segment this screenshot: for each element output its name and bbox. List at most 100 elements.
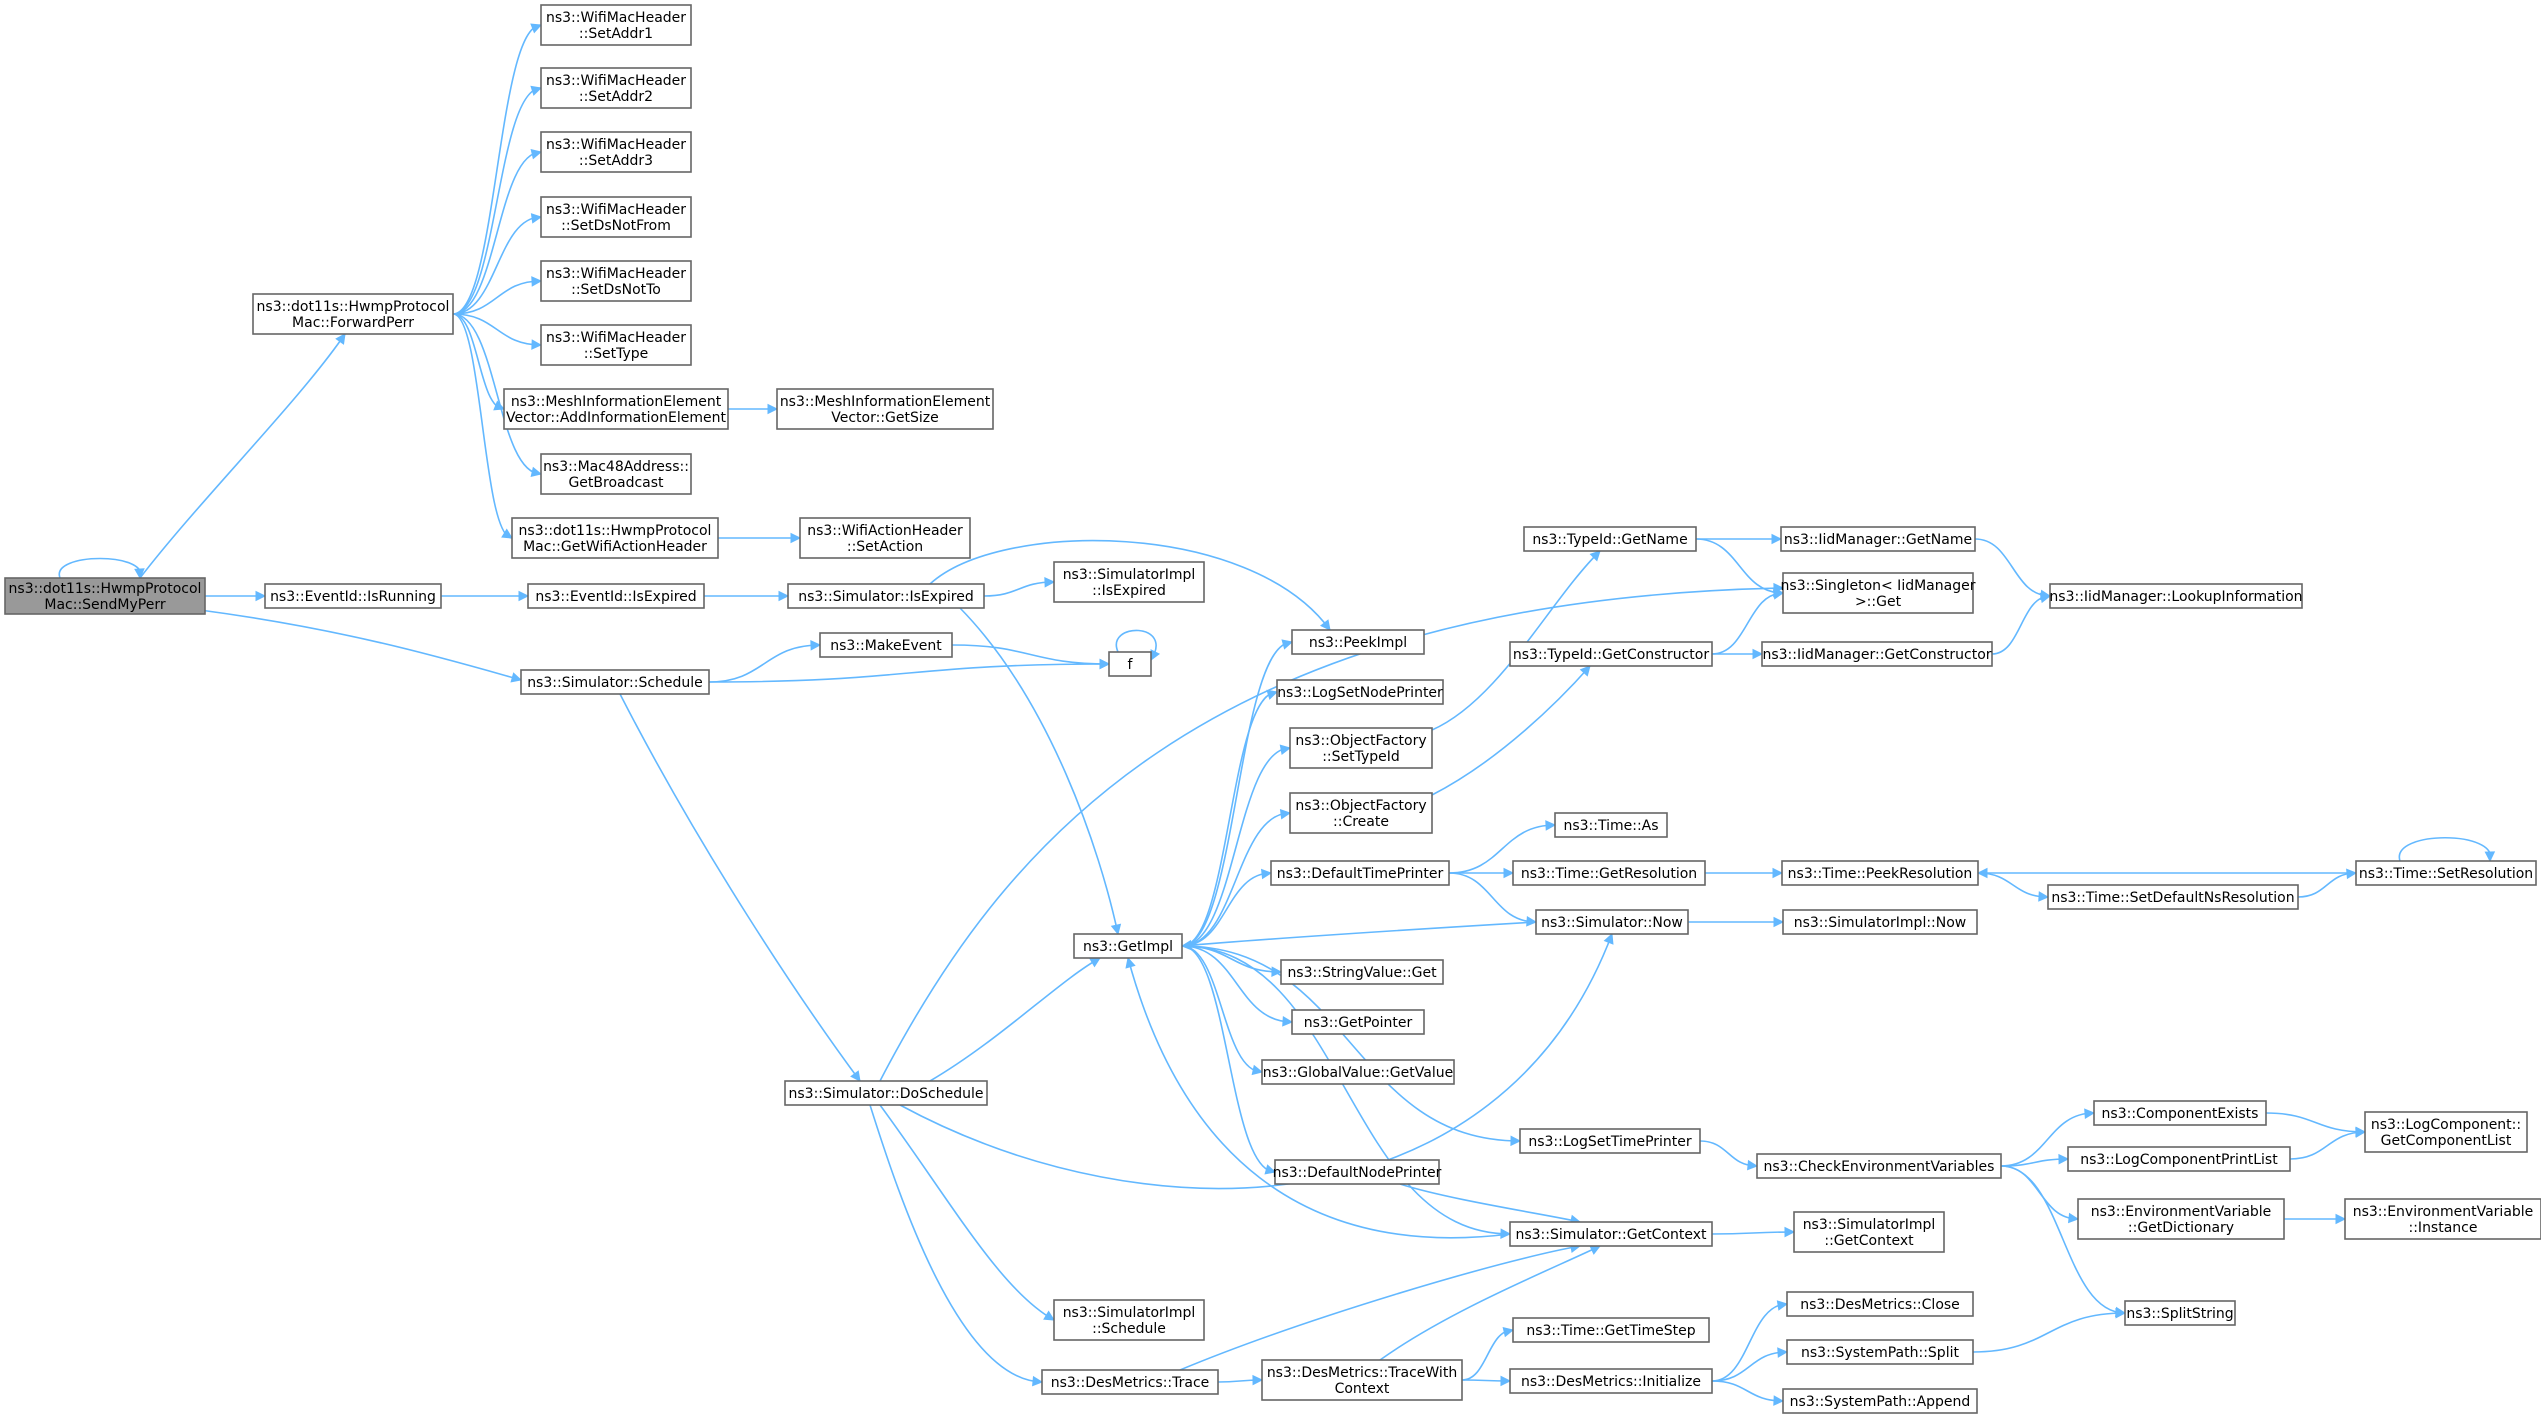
node-des-trace[interactable]: ns3::DesMetrics::Trace <box>1041 1369 1219 1395</box>
node-peek-resolution[interactable]: ns3::Time::PeekResolution <box>1781 860 1979 886</box>
node-add-info-elem[interactable]: ns3::MeshInformationElementVector::AddIn… <box>503 388 729 430</box>
node-f[interactable]: f <box>1108 651 1152 677</box>
node-singleton-get[interactable]: ns3::Singleton< IidManager>::Get <box>1781 572 1976 614</box>
node-env-get-dictionary[interactable]: ns3::EnvironmentVariable::GetDictionary <box>2077 1198 2285 1240</box>
edge-schedule-to-f <box>708 658 1111 683</box>
edge-arrowhead <box>2115 1307 2127 1319</box>
node-label: Mac::SendMyPerr <box>44 597 165 613</box>
node-set-default-ns-resolution[interactable]: ns3::Time::SetDefaultNsResolution <box>2047 884 2299 910</box>
edge-get-impl-to-default-time-printer <box>1181 868 1273 947</box>
edge-line <box>1711 1303 1788 1382</box>
node-time-as[interactable]: ns3::Time::As <box>1554 812 1668 838</box>
node-box <box>540 196 692 238</box>
edge-line <box>1711 1380 1784 1402</box>
edge-send-my-perr-to-send-my-perr <box>58 557 145 580</box>
edge-get-impl-to-ofset-type-id <box>1181 744 1292 947</box>
edge-line <box>1115 629 1157 661</box>
node-box <box>2124 1300 2236 1326</box>
edge-forward-perr-to-get-wifi-action-header <box>452 313 513 539</box>
node-split-string[interactable]: ns3::SplitString <box>2124 1300 2236 1326</box>
edge-line <box>452 313 513 539</box>
node-sim-impl-schedule[interactable]: ns3::SimulatorImpl::Schedule <box>1053 1299 1205 1341</box>
node-box <box>2344 1198 2541 1240</box>
edge-arrowhead <box>1500 1228 1512 1240</box>
node-schedule[interactable]: ns3::Simulator::Schedule <box>520 669 710 695</box>
node-get-component-list[interactable]: ns3::LogComponent::GetComponentList <box>2364 1111 2528 1153</box>
node-des-close[interactable]: ns3::DesMetrics::Close <box>1786 1291 1974 1317</box>
edge-schedule-to-make-event <box>708 640 822 683</box>
node-set-ds-not-from[interactable]: ns3::WifiMacHeader::SetDsNotFrom <box>540 196 692 238</box>
edge-des-trace-to-sim-get-context <box>1179 1242 1582 1371</box>
node-sim-impl-now[interactable]: ns3::SimulatorImpl::Now <box>1782 909 1978 935</box>
node-box <box>1781 860 1979 886</box>
node-set-addr1[interactable]: ns3::WifiMacHeader::SetAddr1 <box>540 4 692 46</box>
node-set-action[interactable]: ns3::WifiActionHeader::SetAction <box>799 517 971 559</box>
node-spsplit[interactable]: ns3::SystemPath::Split <box>1786 1339 1974 1365</box>
node-box <box>1509 1221 1713 1247</box>
node-is-running[interactable]: ns3::EventId::IsRunning <box>264 583 442 609</box>
node-box <box>1535 909 1689 935</box>
edge-arrowhead <box>1603 932 1614 945</box>
node-component-exists[interactable]: ns3::ComponentExists <box>2093 1100 2267 1126</box>
node-set-resolution[interactable]: ns3::Time::SetResolution <box>2355 860 2537 886</box>
node-mie-get-size[interactable]: ns3::MeshInformationElementVector::GetSi… <box>776 388 994 430</box>
node-type-id-get-name[interactable]: ns3::TypeId::GetName <box>1523 526 1697 552</box>
node-time-get-resolution[interactable]: ns3::Time::GetResolution <box>1512 860 1706 886</box>
node-sim-impl-get-context[interactable]: ns3::SimulatorImpl::GetContext <box>1793 1211 1945 1253</box>
node-make-event[interactable]: ns3::MakeEvent <box>819 632 953 658</box>
node-box <box>1108 651 1152 677</box>
node-type-id-get-constructor[interactable]: ns3::TypeId::GetConstructor <box>1509 641 1713 667</box>
node-sim-now[interactable]: ns3::Simulator::Now <box>1535 909 1689 935</box>
node-iid-get-name[interactable]: ns3::IidManager::GetName <box>1780 526 1976 552</box>
node-sim-is-expired[interactable]: ns3::Simulator::IsExpired <box>787 583 985 609</box>
edge-send-my-perr-to-is-running <box>205 590 267 602</box>
node-get-pointer[interactable]: ns3::GetPointer <box>1291 1009 1425 1035</box>
node-log-set-time-printer[interactable]: ns3::LogSetTimePrinter <box>1519 1128 1701 1154</box>
node-get-wifi-action-header[interactable]: ns3::dot11s::HwmpProtocolMac::GetWifiAct… <box>511 517 719 559</box>
node-sim-get-context[interactable]: ns3::Simulator::GetContext <box>1509 1221 1713 1247</box>
edge-sim-now-to-get-impl <box>1180 921 1537 951</box>
node-get-broadcast[interactable]: ns3::Mac48Address::GetBroadcast <box>540 453 692 495</box>
node-string-value-get[interactable]: ns3::StringValue::Get <box>1280 959 1444 985</box>
edge-arrowhead <box>335 333 346 345</box>
node-iid-get-constructor[interactable]: ns3::IidManager::GetConstructor <box>1761 641 1993 667</box>
edge-arrowhead <box>1771 533 1783 545</box>
node-box <box>1291 1009 1425 1035</box>
node-do-schedule[interactable]: ns3::Simulator::DoSchedule <box>784 1080 988 1106</box>
node-peek-impl[interactable]: ns3::PeekImpl <box>1291 629 1425 655</box>
node-log-component-print-list[interactable]: ns3::LogComponentPrintList <box>2067 1146 2291 1172</box>
node-lookup-information[interactable]: ns3::IidManager::LookupInformation <box>2049 583 2303 609</box>
node-box <box>1073 933 1183 959</box>
edge-check-env-to-split-string <box>2000 1165 2127 1318</box>
node-sim-impl-is-expired[interactable]: ns3::SimulatorImpl::IsExpired <box>1053 561 1205 603</box>
node-des-initialize[interactable]: ns3::DesMetrics::Initialize <box>1509 1368 1713 1394</box>
node-label: ::SetType <box>584 346 649 362</box>
node-ofcreate[interactable]: ns3::ObjectFactory::Create <box>1289 792 1433 834</box>
node-log-set-node-printer[interactable]: ns3::LogSetNodePrinter <box>1276 679 1444 705</box>
node-label: ns3::MakeEvent <box>830 638 942 654</box>
node-set-addr2[interactable]: ns3::WifiMacHeader::SetAddr2 <box>540 67 692 109</box>
node-get-time-step[interactable]: ns3::Time::GetTimeStep <box>1512 1317 1710 1343</box>
node-set-addr3[interactable]: ns3::WifiMacHeader::SetAddr3 <box>540 131 692 173</box>
node-box <box>1276 679 1444 705</box>
node-check-env[interactable]: ns3::CheckEnvironmentVariables <box>1756 1153 2002 1179</box>
node-ev-is-expired[interactable]: ns3::EventId::IsExpired <box>527 583 705 609</box>
node-set-ds-not-to[interactable]: ns3::WifiMacHeader::SetDsNotTo <box>540 260 692 302</box>
node-env-instance[interactable]: ns3::EnvironmentVariable::Instance <box>2344 1198 2541 1240</box>
node-global-value-get-value[interactable]: ns3::GlobalValue::GetValue <box>1261 1059 1455 1085</box>
edge-default-time-printer-to-time-as <box>1448 820 1557 874</box>
node-ofset-type-id[interactable]: ns3::ObjectFactory::SetTypeId <box>1289 727 1433 769</box>
node-default-node-printer[interactable]: ns3::DefaultNodePrinter <box>1273 1159 1442 1185</box>
edge-line <box>708 644 821 683</box>
node-default-time-printer[interactable]: ns3::DefaultTimePrinter <box>1270 860 1450 886</box>
edge-line <box>1181 872 1272 947</box>
node-label: ns3::Time::GetResolution <box>1521 866 1697 882</box>
node-forward-perr[interactable]: ns3::dot11s::HwmpProtocolMac::ForwardPer… <box>252 293 454 335</box>
edge-trace-with-context-to-get-time-step <box>1461 1326 1515 1381</box>
edge-forward-perr-to-set-ds-not-from <box>452 213 543 315</box>
node-get-impl[interactable]: ns3::GetImpl <box>1073 933 1183 959</box>
node-set-type[interactable]: ns3::WifiMacHeader::SetType <box>540 324 692 366</box>
node-spappend[interactable]: ns3::SystemPath::Append <box>1782 1388 1978 1414</box>
